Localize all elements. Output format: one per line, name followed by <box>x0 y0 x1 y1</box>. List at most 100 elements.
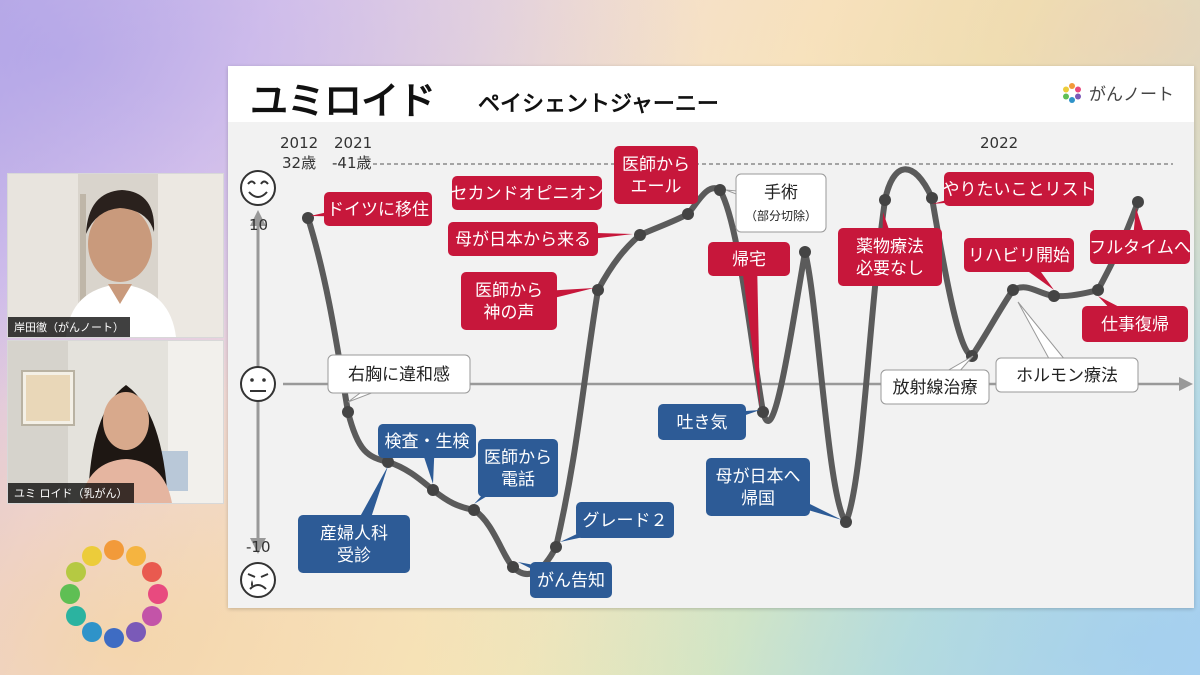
y-label-top: 10 <box>249 216 268 234</box>
callout-box <box>327 354 471 394</box>
callout-13: 吐き気 <box>658 404 760 440</box>
callout-label: 母が日本から来る <box>455 230 591 250</box>
callout-label: 放射線治療 <box>893 378 978 398</box>
callout-box <box>706 458 810 516</box>
callout-label: やりたいことリスト <box>943 180 1096 200</box>
callout-label: 薬物療法 <box>856 237 924 257</box>
callout-12: 帰宅 <box>708 242 790 407</box>
callout-box <box>452 176 602 210</box>
host-name-caption: 岸田徹（がんノート） <box>8 317 130 337</box>
callout-box <box>576 502 674 538</box>
age-label-start: 32歳 <box>282 154 316 172</box>
neutral-face-icon <box>240 366 276 402</box>
callout-label: 医師から <box>622 155 690 175</box>
callout-17: 放射線治療 <box>880 355 990 405</box>
callout-box <box>324 192 432 226</box>
y-axis-arrow-down <box>250 538 266 554</box>
callout-18: リハビリ開始 <box>964 238 1074 290</box>
presentation-slide: ユミロイド ペイシェントジャーニー がんノート 2012 2021 2022 <box>228 66 1194 608</box>
callout-label: リハビリ開始 <box>968 246 1070 266</box>
callout-label: （部分切除） <box>745 208 817 223</box>
y-label-bottom: -10 <box>246 538 271 556</box>
callout-9: セカンドオピニオン <box>451 176 604 210</box>
slide-subtitle: ペイシェントジャーニー <box>478 92 719 117</box>
year-label-2022: 2022 <box>980 134 1018 152</box>
callout-label: 医師から <box>475 281 543 301</box>
callout-16: やりたいことリスト <box>932 172 1096 206</box>
callout-box <box>964 238 1074 272</box>
journey-points <box>302 184 1144 573</box>
brand-logo: がんノート <box>1061 80 1174 105</box>
callout-3: 検査・生検 <box>378 424 476 484</box>
age-label-end: -41歳 <box>332 154 372 172</box>
brand-name: がんノート <box>1089 85 1174 105</box>
callout-box <box>614 146 698 204</box>
video-tile-host[interactable]: 岸田徹（がんノート） <box>7 173 224 338</box>
happy-face-icon <box>240 170 276 206</box>
slide-title-bar: ユミロイド ペイシェントジャーニー がんノート <box>228 66 1194 123</box>
callout-box <box>735 173 827 233</box>
callout-6: グレード２ <box>560 502 674 542</box>
callout-label: 帰宅 <box>732 250 766 270</box>
callout-label: セカンドオピニオン <box>451 184 604 204</box>
x-axis-arrow <box>1179 377 1193 391</box>
callout-box <box>658 404 746 440</box>
callout-label: 産婦人科 <box>320 524 388 544</box>
callout-box <box>530 562 612 598</box>
callout-label: 電話 <box>501 470 535 490</box>
callout-box <box>1082 306 1188 342</box>
guest-name-caption: ユミ ロイド（乳がん） <box>8 483 134 503</box>
callout-label: グレード２ <box>583 511 668 531</box>
year-label-2012: 2012 <box>280 134 318 152</box>
event-callouts: ドイツに移住右胸に違和感産婦人科受診検査・生検医師から電話がん告知グレード２医師… <box>298 146 1191 598</box>
callout-box <box>298 515 410 573</box>
callout-label: 仕事復帰 <box>1101 315 1169 335</box>
host-video-feed <box>8 174 223 337</box>
callout-box <box>995 357 1139 393</box>
guest-video-feed <box>8 341 223 503</box>
callout-8: 母が日本から来る <box>448 222 633 256</box>
callout-20: 仕事復帰 <box>1082 296 1188 342</box>
callout-label: フルタイムへ <box>1089 238 1191 258</box>
callout-label: 必要なし <box>856 259 924 279</box>
crying-face-icon <box>240 562 276 598</box>
video-tile-guest[interactable]: ユミ ロイド（乳がん） <box>7 340 224 504</box>
callout-1: 右胸に違和感 <box>327 354 471 403</box>
callout-label: ホルモン療法 <box>1016 366 1118 386</box>
callout-label: 右胸に違和感 <box>348 365 450 385</box>
brand-ring-icon <box>1063 82 1081 103</box>
callout-11: 手術 （部分切除） <box>725 173 827 233</box>
callout-box <box>708 242 790 276</box>
callout-label: エール <box>631 177 682 197</box>
year-label-2021: 2021 <box>334 134 372 152</box>
callout-label: 手術 <box>764 183 798 203</box>
callout-label: 吐き気 <box>677 413 728 433</box>
gan-note-logo-ring <box>60 540 168 648</box>
callout-label: ドイツに移住 <box>327 200 429 220</box>
callout-5: がん告知 <box>518 562 612 598</box>
callout-box <box>880 369 990 405</box>
callout-19: ホルモン療法 <box>995 301 1139 393</box>
callout-box <box>478 439 558 497</box>
callout-label: 検査・生検 <box>385 432 470 452</box>
callout-label: 母が日本へ <box>716 467 801 487</box>
callout-box <box>1090 230 1190 264</box>
callout-box <box>838 228 942 286</box>
slide-title: ユミロイド <box>250 79 436 123</box>
callout-box <box>944 172 1094 206</box>
callout-21: フルタイムへ <box>1089 208 1191 264</box>
callout-0: ドイツに移住 <box>310 192 432 226</box>
callout-pointer <box>741 258 760 407</box>
callout-label: 医師から <box>484 448 552 468</box>
journey-chart-area: 2012 2021 2022 32歳 -41歳 10 -10 <box>228 122 1194 608</box>
y-axis-arrow-up <box>250 210 266 226</box>
callout-box <box>378 424 476 458</box>
callout-box <box>461 272 557 330</box>
callout-label: 帰国 <box>741 489 775 509</box>
callout-label: 受診 <box>337 546 371 566</box>
